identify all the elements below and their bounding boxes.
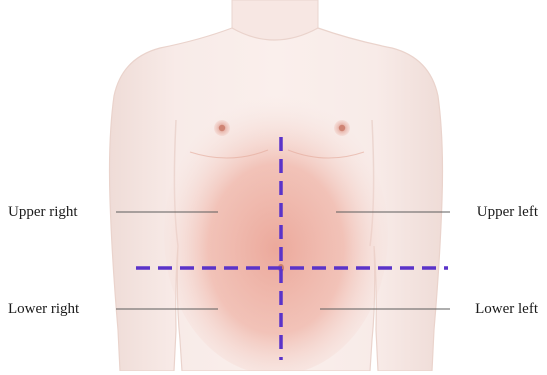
abdomen-highlight [164, 95, 388, 371]
label-upper-left: Upper left [477, 203, 538, 221]
label-upper-right: Upper right [8, 203, 78, 221]
label-lower-right: Lower right [8, 300, 79, 318]
right-nipple-center [219, 125, 225, 131]
label-lower-left: Lower left [475, 300, 538, 318]
left-nipple-center [339, 125, 345, 131]
